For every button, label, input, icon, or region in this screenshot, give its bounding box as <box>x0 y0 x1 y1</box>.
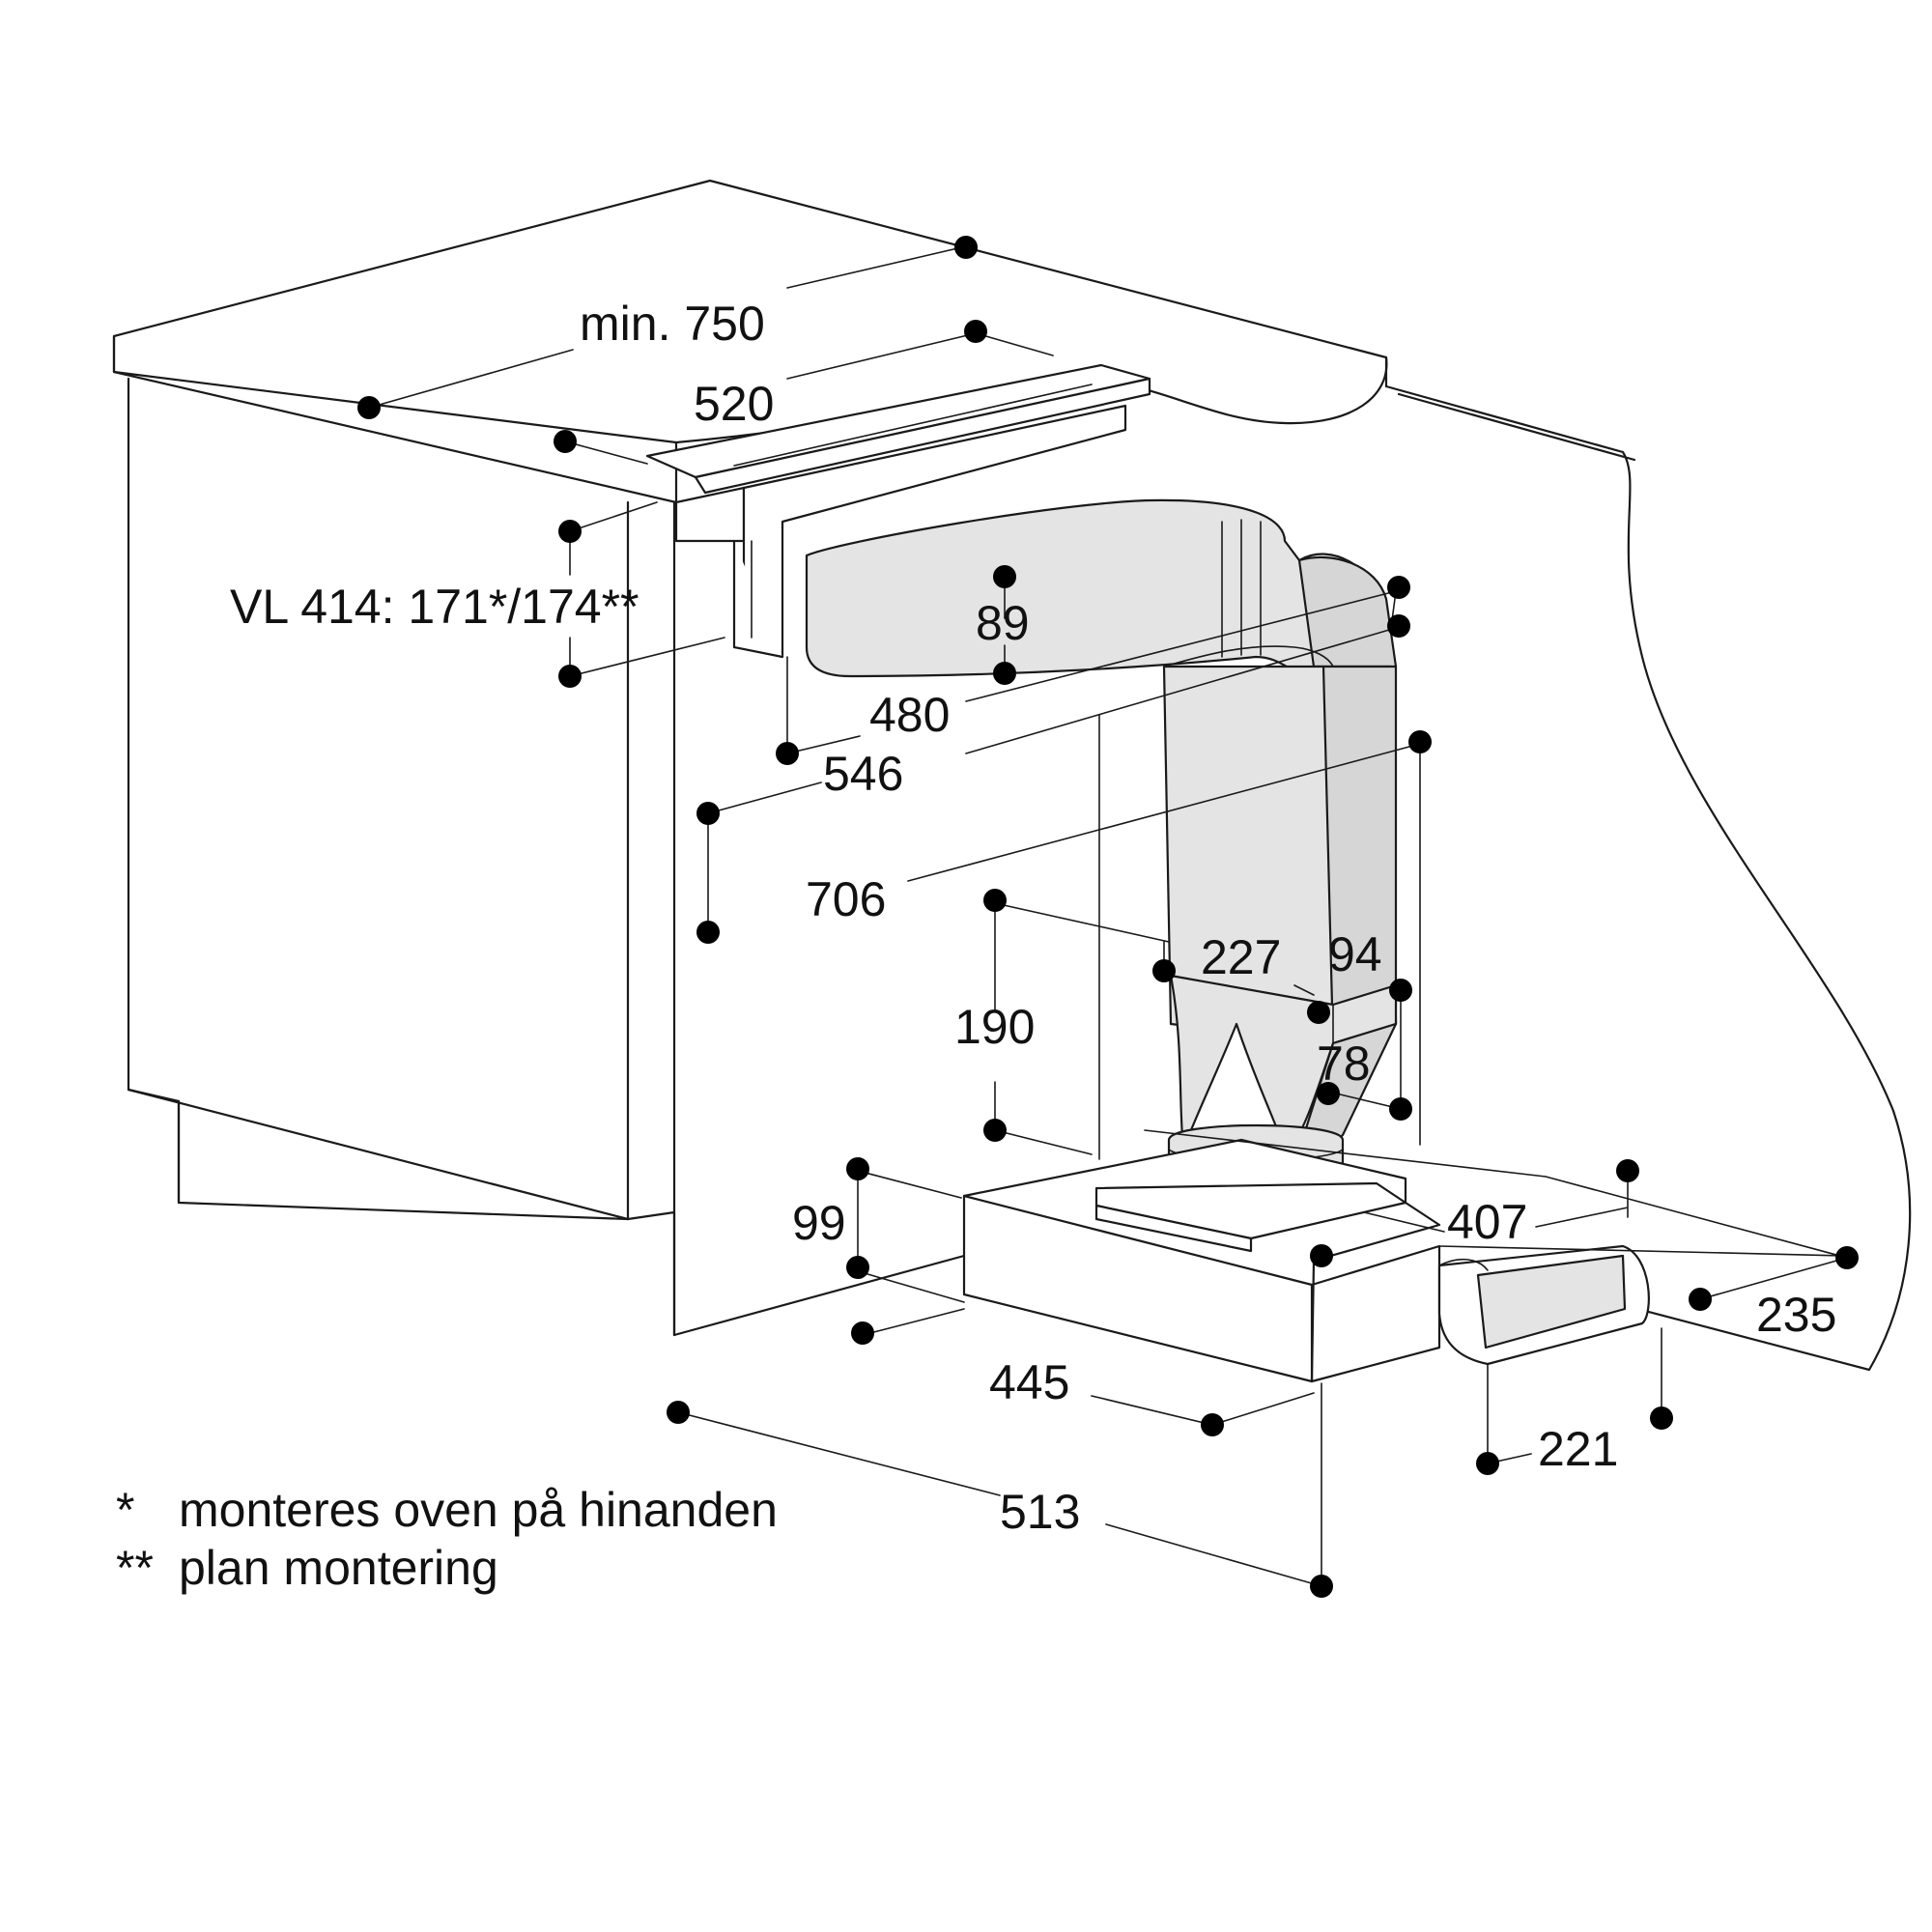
dim-dot <box>1310 1575 1333 1598</box>
dim-dot <box>357 396 381 419</box>
dim-dot <box>558 665 582 688</box>
base-box <box>962 1138 1650 1383</box>
dim-dot <box>1689 1288 1712 1311</box>
dim-dot <box>1408 730 1432 753</box>
dim-dot <box>993 565 1016 588</box>
dim-dot <box>993 662 1016 685</box>
dim-dot <box>1650 1406 1673 1430</box>
footnote-mark: ** <box>116 1541 154 1595</box>
dim-dot <box>554 430 577 453</box>
dim-label-190: 190 <box>954 1000 1035 1054</box>
dim-dot <box>1152 959 1176 982</box>
dim-dot <box>1317 1082 1340 1105</box>
dim-dot <box>776 742 799 765</box>
dim-label-221: 221 <box>1538 1422 1618 1476</box>
dim-dot <box>846 1256 869 1279</box>
dim-dot <box>1389 1097 1412 1121</box>
dimension-dots <box>357 236 1859 1598</box>
dim-dot <box>1201 1413 1224 1436</box>
dim-label-vl414: VL 414: 171*/174** <box>230 580 639 634</box>
wall <box>1384 384 1912 1372</box>
dim-dot <box>1476 1452 1499 1475</box>
dim-dot <box>1307 1001 1330 1024</box>
dim-label-480: 480 <box>869 688 950 742</box>
dim-dot <box>696 921 720 944</box>
dimension-lines <box>368 245 1848 1588</box>
dim-label-235: 235 <box>1756 1288 1836 1342</box>
dim-label-99: 99 <box>792 1196 846 1250</box>
dim-dot <box>1835 1246 1859 1269</box>
dim-dot <box>1310 1244 1333 1267</box>
dim-label-94: 94 <box>1328 927 1382 981</box>
dim-dot <box>1387 614 1410 638</box>
dim-dot <box>964 320 987 343</box>
dim-label-min-750: min. 750 <box>580 297 765 351</box>
dim-dot <box>558 520 582 543</box>
duct-system <box>805 498 1398 1200</box>
footnote-mark: * <box>116 1483 134 1537</box>
footnote-text: plan montering <box>179 1541 498 1595</box>
dim-dot <box>851 1321 874 1345</box>
dim-dot <box>954 236 978 259</box>
dim-label-78: 78 <box>1317 1037 1371 1091</box>
dim-label-546: 546 <box>823 747 903 801</box>
dim-label-520: 520 <box>694 377 774 431</box>
dim-dot <box>846 1157 869 1180</box>
footnote-text: monteres oven på hinanden <box>179 1483 778 1537</box>
dim-label-706: 706 <box>806 872 886 926</box>
dim-dot <box>1616 1159 1639 1182</box>
footnotes: * monteres oven på hinanden ** plan mont… <box>116 1483 778 1595</box>
dim-dot <box>983 889 1007 912</box>
dim-label-407: 407 <box>1447 1195 1527 1249</box>
dim-dot <box>1389 979 1412 1002</box>
dim-label-89: 89 <box>976 596 1030 650</box>
dim-label-445: 445 <box>989 1355 1069 1409</box>
dim-label-513: 513 <box>1000 1485 1080 1539</box>
vent-unit <box>645 363 1151 659</box>
dim-dot <box>983 1119 1007 1142</box>
cabinet <box>127 377 966 1337</box>
dimension-labels: min. 750 520 VL 414: 171*/174** 89 480 5… <box>230 297 1836 1539</box>
dim-dot <box>696 802 720 825</box>
dim-label-227: 227 <box>1201 930 1281 984</box>
dim-dot <box>1387 576 1410 599</box>
dim-dot <box>667 1401 690 1424</box>
